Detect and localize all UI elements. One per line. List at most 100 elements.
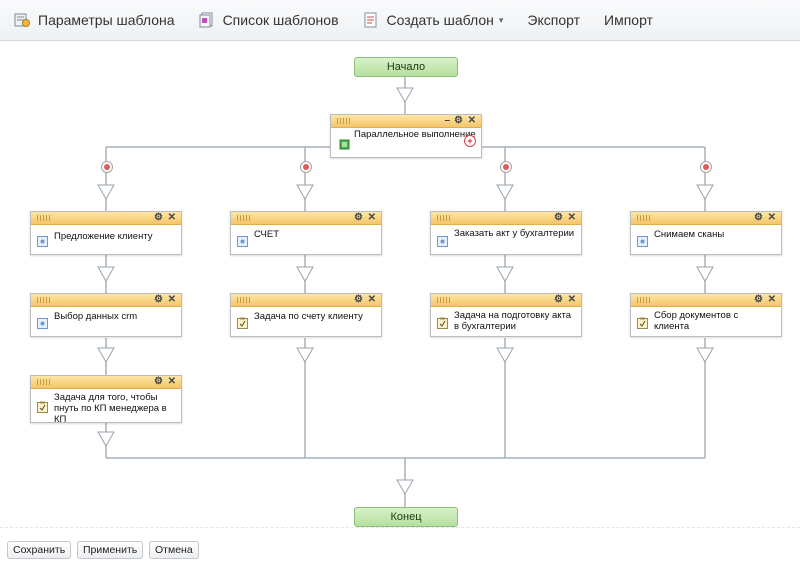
create-template-button[interactable]: Создать шаблон ▾ [363, 12, 504, 28]
end-label: Конец [390, 511, 422, 523]
task-label: Задача по счету клиенту [254, 311, 363, 322]
gear-icon[interactable]: ⚙ [154, 376, 163, 387]
activity-block[interactable]: ⚙✕ Снимаем сканы [630, 211, 782, 255]
drag-handle-icon[interactable] [237, 297, 251, 303]
remove-branch-icon[interactable] [500, 161, 512, 173]
arrow-down-icon [296, 266, 314, 283]
close-icon[interactable]: ✕ [567, 294, 576, 305]
start-node[interactable]: Начало [354, 57, 458, 77]
gear-icon[interactable]: ⚙ [754, 294, 763, 305]
activity-block[interactable]: ⚙ ✕ Заказать акт у бухгалтерии [430, 211, 582, 255]
gear-icon[interactable]: ⚙ [754, 212, 763, 223]
gear-icon[interactable]: ⚙ [354, 294, 363, 305]
task-block[interactable]: ⚙ ✕ Сбор документов с клиента [630, 293, 782, 337]
task-block[interactable]: ⚙ ✕ Задача на подготовку акта в бухгалтер… [430, 293, 582, 337]
close-icon[interactable]: ✕ [167, 212, 176, 223]
task-icon [437, 316, 448, 329]
export-label: Экспорт [527, 12, 581, 28]
arrow-down-icon [496, 266, 514, 283]
gear-icon[interactable]: ⚙ [354, 212, 363, 223]
arrow-down-icon [396, 87, 414, 104]
drag-handle-icon[interactable] [437, 215, 451, 221]
template-params-button[interactable]: Параметры шаблона [14, 12, 175, 28]
gear-icon[interactable]: ⚙ [554, 212, 563, 223]
close-icon[interactable]: ✕ [467, 115, 476, 126]
activity-icon [437, 234, 448, 247]
save-button[interactable]: Сохранить [7, 541, 72, 559]
arrow-down-icon [296, 184, 314, 201]
add-branch-icon[interactable]: + [464, 135, 476, 147]
template-list-icon [199, 12, 215, 28]
drag-handle-icon[interactable] [637, 215, 651, 221]
arrow-down-icon [496, 184, 514, 201]
activity-block[interactable]: ⚙ ✕ Выбор данных crm [30, 293, 182, 337]
new-document-icon [363, 12, 379, 28]
template-list-button[interactable]: Список шаблонов [199, 12, 339, 28]
gear-icon[interactable]: ⚙ [454, 115, 463, 126]
arrow-down-icon [496, 347, 514, 364]
create-template-label: Создать шаблон [386, 12, 494, 28]
activity-icon [237, 234, 248, 247]
chevron-down-icon: ▾ [498, 14, 504, 25]
remove-branch-icon[interactable] [300, 161, 312, 173]
close-icon[interactable]: ✕ [767, 294, 776, 305]
activity-label: Заказать акт у бухгалтерии [454, 228, 575, 239]
arrow-down-icon [296, 347, 314, 364]
task-block[interactable]: ⚙ ✕ Задача по счету клиенту [230, 293, 382, 337]
template-settings-icon [14, 12, 30, 28]
template-params-label: Параметры шаблона [38, 12, 175, 28]
activity-icon [637, 234, 648, 247]
drag-handle-icon[interactable] [437, 297, 451, 303]
close-icon[interactable]: ✕ [167, 294, 176, 305]
task-icon [37, 400, 48, 413]
close-icon[interactable]: ✕ [367, 212, 376, 223]
task-icon [237, 316, 248, 329]
remove-branch-icon[interactable] [101, 161, 113, 173]
arrow-down-icon [696, 266, 714, 283]
parallel-icon [337, 137, 350, 150]
drag-handle-icon[interactable] [237, 215, 251, 221]
task-block[interactable]: ⚙ ✕ Задача для того, чтобы пнуть по КП ме… [30, 375, 182, 423]
arrow-down-icon [696, 347, 714, 364]
arrow-down-icon [97, 266, 115, 283]
task-label: Задача на подготовку акта в бухгалтерии [454, 310, 572, 332]
gear-icon[interactable]: ⚙ [154, 212, 163, 223]
footer-divider [0, 527, 800, 528]
template-list-label: Список шаблонов [222, 12, 339, 28]
drag-handle-icon[interactable] [37, 215, 51, 221]
close-icon[interactable]: ✕ [167, 376, 176, 387]
start-label: Начало [386, 61, 426, 73]
parallel-label: Параллельное выполнение [354, 129, 476, 140]
parallel-block[interactable]: – ⚙ ✕ Параллельное выполнение + [330, 114, 482, 158]
export-button[interactable]: Экспорт [527, 12, 580, 28]
gear-icon[interactable]: ⚙ [554, 294, 563, 305]
activity-icon [37, 234, 48, 247]
drag-handle-icon[interactable] [637, 297, 651, 303]
apply-button[interactable]: Применить [77, 541, 144, 559]
drag-handle-icon[interactable] [337, 118, 351, 124]
drag-handle-icon[interactable] [37, 379, 51, 385]
arrow-down-icon [396, 479, 414, 496]
drag-handle-icon[interactable] [37, 297, 51, 303]
cancel-button[interactable]: Отмена [149, 541, 199, 559]
activity-block[interactable]: ⚙ ✕ СЧЕТ [230, 211, 382, 255]
toolbar: Параметры шаблона Список шаблонов Создат… [0, 0, 800, 41]
activity-block[interactable]: ⚙✕ Предложение клиенту [30, 211, 182, 255]
gear-icon[interactable]: ⚙ [154, 294, 163, 305]
task-icon [637, 316, 648, 329]
arrow-down-icon [97, 347, 115, 364]
remove-branch-icon[interactable] [700, 161, 712, 173]
task-label: Задача для того, чтобы пнуть по КП менед… [54, 392, 167, 422]
close-icon[interactable]: ✕ [767, 212, 776, 223]
collapse-icon[interactable]: – [444, 115, 450, 126]
block-header[interactable]: – ⚙ ✕ [331, 115, 481, 128]
import-button[interactable]: Импорт [604, 12, 653, 28]
end-node[interactable]: Конец [354, 507, 458, 527]
activity-label: Выбор данных crm [54, 311, 138, 322]
activity-label: СЧЕТ [254, 229, 280, 240]
activity-icon [37, 316, 48, 329]
task-label: Сбор документов с клиента [654, 310, 739, 332]
close-icon[interactable]: ✕ [367, 294, 376, 305]
close-icon[interactable]: ✕ [567, 212, 576, 223]
